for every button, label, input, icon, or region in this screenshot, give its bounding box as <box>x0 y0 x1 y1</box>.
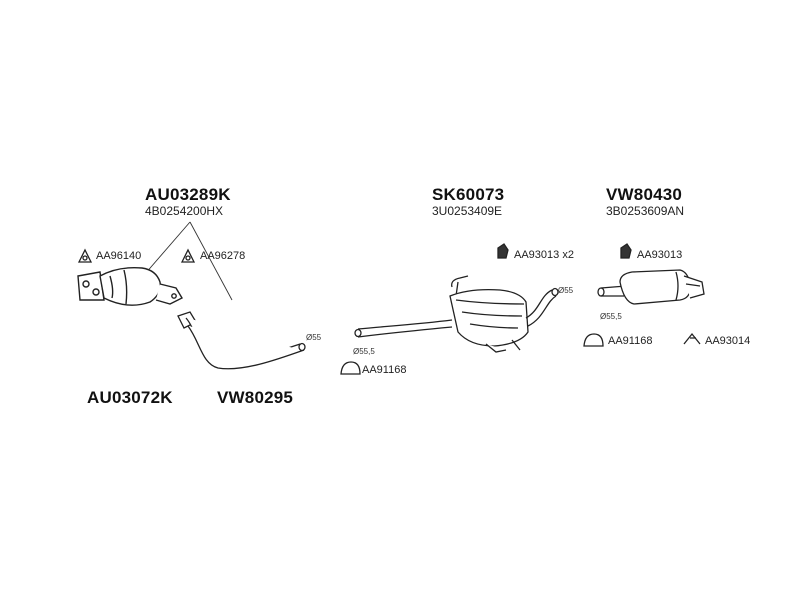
hanger-icon <box>620 243 632 259</box>
part-vw80430-oem: 3B0253609AN <box>606 204 685 218</box>
catalytic-converter <box>77 266 183 306</box>
clamp-icon <box>340 361 361 375</box>
front-pipe <box>177 311 306 370</box>
accessory-gasket-2: AA96278 <box>200 250 246 262</box>
accessory-gasket-1: AA96140 <box>96 250 142 262</box>
accessory-hanger-x2: AA93013 x2 <box>514 249 574 261</box>
diameter-rear-in: Ø55,5 <box>600 312 622 321</box>
clamp-icon <box>583 333 604 347</box>
rear-silencer <box>597 269 705 305</box>
part-sk60073-oem: 3U0253409E <box>432 204 503 218</box>
accessory-hanger-1: AA93013 <box>637 249 683 261</box>
accessory-mount: AA93014 <box>705 335 751 347</box>
part-vw80430-code: VW80430 <box>606 185 683 204</box>
diameter-middle-in: Ø55,5 <box>353 347 375 356</box>
middle-silencer <box>354 275 559 353</box>
part-vw80295-code: VW80295 <box>217 388 294 407</box>
diameter-middle-out: Ø55 <box>558 286 574 295</box>
part-au03289k-oem: 4B0254200HX <box>145 204 224 218</box>
mount-icon <box>683 332 701 345</box>
diameter-front-pipe: Ø55 <box>306 333 322 342</box>
part-au03072k-code: AU03072K <box>87 388 173 407</box>
part-sk60073-code: SK60073 <box>432 185 505 204</box>
accessory-clamp-2: AA91168 <box>608 335 653 347</box>
hanger-icon <box>497 243 509 259</box>
accessory-icons <box>77 243 701 375</box>
accessory-clamp-1: AA91168 <box>362 364 407 376</box>
part-au03289k-code: AU03289K <box>145 185 231 204</box>
